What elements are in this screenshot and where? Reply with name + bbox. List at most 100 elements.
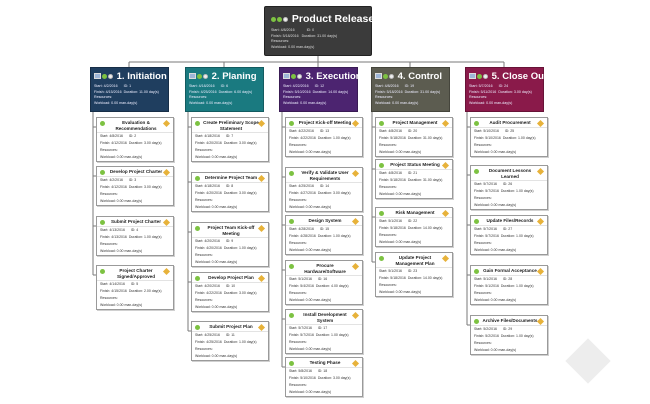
note-flag-icon <box>536 317 545 326</box>
workload: Workload: 0.00 man-day(s) <box>283 100 327 105</box>
node-id: ID: 20 <box>407 128 418 133</box>
duration: Duration: 1.00 day(s) <box>500 283 534 288</box>
status-dot-icon <box>195 176 200 181</box>
workload: Workload: 0.00 man-day(s) <box>195 353 238 358</box>
task-title-text: Develop Project Charter <box>109 169 163 174</box>
resources: Resources: <box>474 290 492 295</box>
task-title: Document Lessons Learned <box>471 166 547 180</box>
workload: Workload: 0.00 man-day(s) <box>379 149 422 154</box>
note-flag-icon <box>351 359 360 368</box>
duration: Duration: 1.00 day(s) <box>500 333 534 338</box>
resources: Resources: <box>474 196 492 201</box>
resources: Resources: <box>289 382 307 387</box>
task-title-text: Determine Project Team <box>204 175 258 180</box>
phase-title: 2. Planing <box>186 68 263 82</box>
task-icon <box>375 73 382 80</box>
workload: Workload: 0.00 man-day(s) <box>289 298 332 303</box>
node-id: ID: 22 <box>407 218 418 223</box>
root-node-product-release[interactable]: Product Release Start: 4/8/2016 ID: 0 Fi… <box>264 6 374 56</box>
status-dot-icon <box>195 121 200 126</box>
status-dot-icon <box>203 73 208 79</box>
workload: Workload: 0.00 man-day(s) <box>469 100 513 105</box>
note-flag-icon <box>536 167 545 176</box>
task-title-text: Install Development System <box>303 312 347 323</box>
workload: Workload: 0.00 man-day(s) <box>289 149 332 154</box>
duration: Duration: 31.00 day(s) <box>407 135 443 140</box>
task-title-text: Audit Procurement <box>489 120 531 125</box>
status-dot-icon <box>389 73 394 79</box>
node-id: ID: 19 <box>404 84 415 88</box>
status-dot-icon <box>289 361 294 366</box>
start-date: Start: 5/1/2016 <box>289 277 312 282</box>
node-id: ID: 28 <box>502 276 513 281</box>
task-title: Submit Project Plan <box>192 322 268 332</box>
resources: Resources: <box>379 184 397 189</box>
finish-date: Finish: 4/15/2016 <box>94 89 122 94</box>
workload: Workload: 0.00 man-day(s) <box>100 198 143 203</box>
task-title: Project Management <box>376 118 452 128</box>
resources: Resources: <box>379 283 397 288</box>
workload: Workload: 0.00 man-day(s) <box>271 44 315 49</box>
status-dot-icon <box>379 256 384 261</box>
status-dot-icon <box>277 16 282 22</box>
status-dot-icon <box>477 73 482 79</box>
status-dot-icon <box>197 73 202 79</box>
task-icon <box>283 73 290 80</box>
start-date: Start: 5/1/2016 <box>379 218 402 223</box>
status-dot-icon <box>283 16 288 22</box>
status-dot-icon <box>291 73 296 79</box>
note-flag-icon <box>257 323 266 332</box>
finish-date: Finish: 5/7/2016 <box>474 233 499 238</box>
duration: Duration: 3.00 day(s) <box>223 190 257 195</box>
status-dot-icon <box>102 73 107 79</box>
workload: Workload: 0.00 man-day(s) <box>379 191 422 196</box>
workload: Workload: 0.00 man-day(s) <box>100 248 143 253</box>
finish-date: Finish: 5/11/2016 <box>469 89 497 94</box>
start-date: Start: 4/18/2016 <box>189 84 215 88</box>
status-dot-icon <box>108 73 113 79</box>
start-date: Start: 5/7/2016 <box>474 182 497 187</box>
workload: Workload: 0.00 man-day(s) <box>289 247 332 252</box>
workload: Workload: 0.00 man-day(s) <box>474 247 517 252</box>
start-date: Start: 4/8/2016 <box>375 84 399 88</box>
